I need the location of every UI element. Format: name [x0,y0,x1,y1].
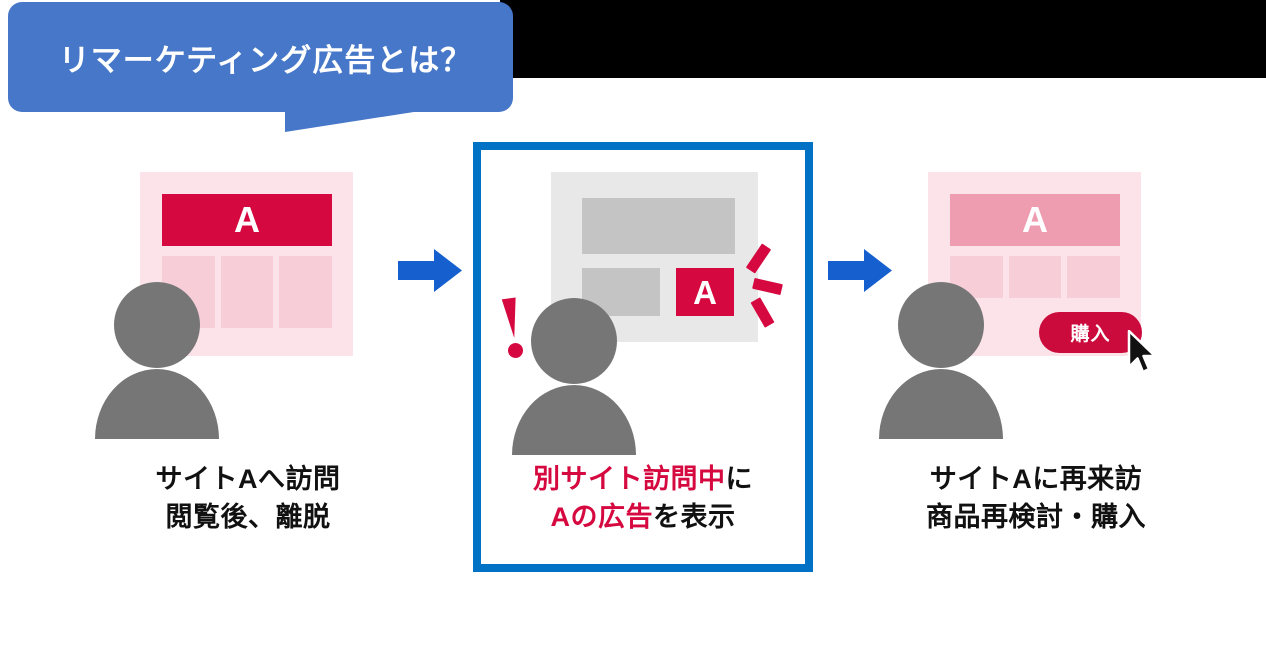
panel-3-caption-line-1: サイトAに再来訪 [929,464,1143,494]
site-content-columns [950,256,1121,298]
website-mock-site-a-revisit: A 購入 [928,172,1157,374]
panel-1-caption: サイトAへ訪問 閲覧後、離脱 [78,460,418,537]
panel-3-caption: サイトAに再来訪 商品再検討・購入 [866,460,1206,537]
site-column [279,256,333,328]
person-body [879,369,1003,439]
panel-1-caption-line-2: 閲覧後、離脱 [165,502,331,533]
person-head [898,282,984,368]
panel-2-caption-line-2-black: を表示 [653,502,736,533]
panel-3-caption-line-2: 商品再検討・購入 [926,502,1146,533]
panel-2-caption: 別サイト訪問中に Aの広告を表示 [481,460,805,537]
panel-3-scene: A 購入 [866,142,1206,442]
gray-content-block-top [582,198,735,254]
panel-revisit-purchase: A 購入 [866,142,1206,572]
site-banner-a: A [162,194,332,246]
person-head [114,282,200,368]
ad-letter: A [693,273,717,311]
person-body [95,369,219,439]
speech-bubble: リマーケティング広告とは？ [8,2,513,112]
panel-2-caption-line-1-black: に [725,464,753,494]
top-black-band [500,0,1266,78]
purchase-button-label: 購入 [1070,324,1111,345]
site-column [1008,256,1062,298]
panel-2-caption-line-2-red: Aの広告 [550,502,653,533]
website-mock-other-site: A [551,172,758,342]
remarketing-ad-a[interactable]: A [676,268,734,316]
site-column [220,256,274,328]
site-banner-a-faded: A [950,194,1120,246]
panel-2-caption-line-1-red: 別サイト訪問中 [533,464,726,494]
arrow-right-1 [398,247,462,294]
arrow-right-2 [828,247,892,294]
panel-1-scene: A [78,142,418,442]
panel-1-caption-line-1: サイトAへ訪問 [155,464,341,494]
panel-other-site-ad: A 別サイト訪問中に Aの広告を表示 [473,142,813,572]
site-banner-letter: A [234,199,260,240]
speech-bubble-text: リマーケティング広告とは？ [58,42,473,78]
mouse-pointer-icon [1126,329,1160,374]
purchase-button[interactable]: 購入 [1039,312,1142,353]
panel-2-caption-line-1: 別サイト訪問中に [481,460,805,498]
person-head [531,298,617,384]
site-banner-letter: A [1022,199,1048,240]
panel-2-caption-line-2: Aの広告を表示 [481,498,805,536]
exclamation-stem [501,297,522,340]
site-column [1067,256,1121,298]
panel-site-a-visit: A サイトAへ訪問 閲覧後、離脱 [78,142,418,572]
person-body [512,385,636,455]
panel-2-scene: A [481,150,805,455]
exclamation-icon [499,297,529,361]
exclamation-dot [507,342,524,359]
